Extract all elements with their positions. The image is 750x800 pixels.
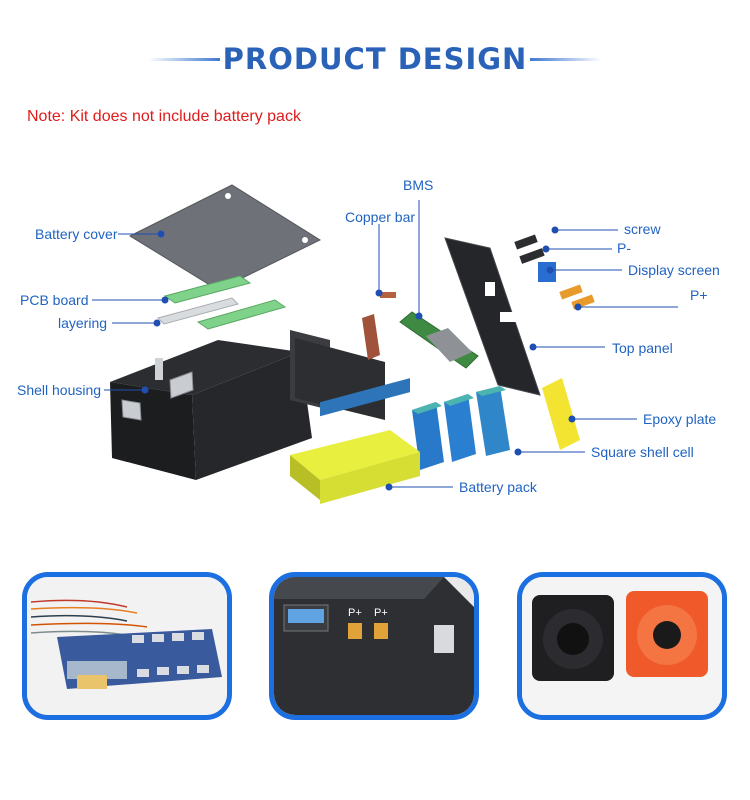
label-display-screen: Display screen: [628, 262, 720, 278]
top-panel-plate: [444, 237, 541, 396]
label-battery-pack: Battery pack: [459, 479, 538, 495]
battery-pack-side: [320, 452, 420, 504]
cover-hole: [225, 193, 231, 199]
label-top-panel: Top panel: [612, 340, 673, 356]
housing-handle: [121, 399, 142, 421]
title-left-rule: [148, 58, 220, 61]
label-layering: layering: [58, 315, 107, 331]
cell-cap: [444, 394, 474, 406]
housing-illustration: [274, 577, 474, 715]
epoxy-plate: [542, 378, 580, 450]
bms-heatsink: [426, 328, 472, 362]
screw-part: [514, 234, 538, 250]
battery-cover-plate: [128, 184, 322, 291]
label-p-plus: P+: [690, 287, 708, 303]
shell-housing-front: [110, 382, 196, 480]
p-plus-terminal: [559, 284, 583, 300]
shell-housing-top: [110, 340, 300, 395]
label-screw: screw: [624, 221, 661, 237]
label-square-shell-cell: Square shell cell: [591, 444, 694, 460]
cover-hole: [302, 237, 308, 243]
label-copper-bar: Copper bar: [345, 209, 415, 225]
battery-pack-front: [290, 455, 320, 500]
label-shell-housing: Shell housing: [17, 382, 101, 398]
page-title: PRODUCT DESIGN: [222, 42, 528, 76]
square-shell-cell: [476, 386, 510, 456]
photo-housing-terminals: P+ P+: [269, 572, 479, 720]
photo-connectors: [517, 572, 727, 720]
pcb-board-strip: [196, 299, 287, 330]
housing-handle: [169, 371, 194, 399]
layering-strip: [157, 297, 239, 325]
bms-board-illustration: [27, 577, 227, 715]
battery-pack-top: [290, 430, 420, 480]
label-epoxy-plate: Epoxy plate: [643, 411, 716, 427]
kit-note: Note: Kit does not include battery pack: [27, 108, 301, 125]
panel-cutout: [485, 282, 495, 296]
exploded-diagram: Battery cover PCB board layering Shell h…: [17, 177, 720, 504]
photo-bms-board: [22, 572, 232, 720]
header: PRODUCT DESIGN: [0, 40, 750, 80]
connectors-illustration: [522, 577, 722, 715]
label-bms: BMS: [403, 177, 433, 193]
battery-pack-stripe: [320, 378, 410, 417]
display-screen-part: [538, 262, 556, 282]
terminal-label-2: P+: [374, 607, 388, 619]
panel-cutout: [500, 312, 516, 322]
label-p-minus: P-: [617, 240, 631, 256]
cell-cap: [412, 402, 442, 414]
housing-latch: [155, 358, 163, 380]
shell-housing-side: [192, 352, 312, 480]
title-right-rule: [530, 58, 602, 61]
label-battery-cover: Battery cover: [35, 226, 118, 242]
terminal-label-1: P+: [348, 607, 362, 619]
copper-bar: [362, 314, 380, 360]
copper-piece: [380, 292, 396, 298]
pcb-board-strip: [163, 275, 252, 304]
square-shell-cell: [444, 394, 476, 462]
cell-cap: [476, 386, 506, 396]
label-pcb-board: PCB board: [20, 292, 88, 308]
p-minus-terminal: [519, 248, 545, 264]
